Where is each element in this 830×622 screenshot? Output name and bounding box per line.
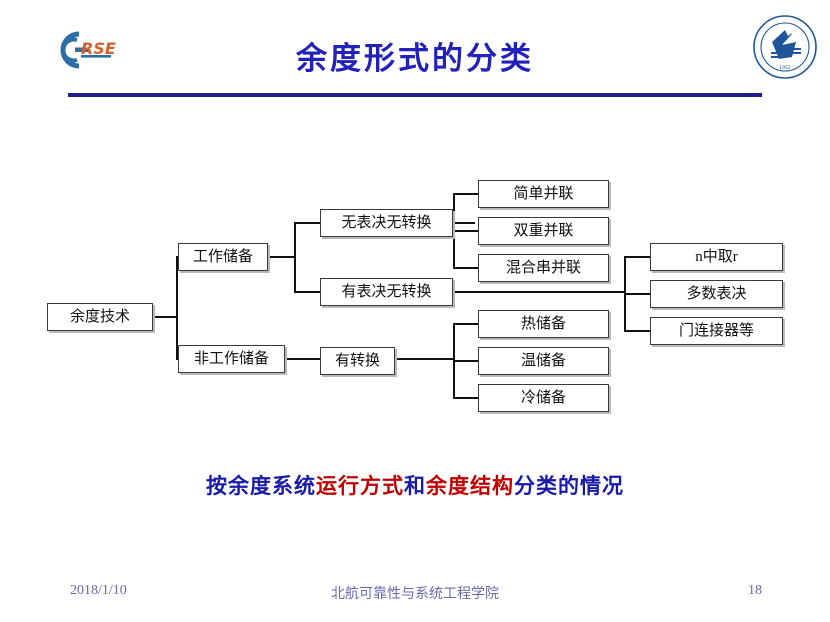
- footer-institution: 北航可靠性与系统工程学院: [331, 587, 499, 602]
- node-simple-parallel[interactable]: 简单并联: [478, 180, 609, 208]
- footer-date: 2018/1/10: [70, 583, 127, 598]
- node-mixed-series-parallel[interactable]: 混合串并联: [478, 254, 609, 282]
- edge-vote-to-majority: [624, 293, 651, 295]
- header-divider: [68, 93, 762, 97]
- svg-text:RSE: RSE: [81, 39, 116, 58]
- edge-novote-stem: [453, 222, 475, 224]
- caption-seg-4: 余度结构: [426, 474, 514, 498]
- node-majority-vote[interactable]: 多数表决: [650, 280, 783, 308]
- caption-seg-3: 和: [404, 474, 426, 498]
- node-warm-standby[interactable]: 温储备: [478, 347, 609, 375]
- node-vote-no-switch[interactable]: 有表决无转换: [320, 278, 453, 306]
- svg-text:1952: 1952: [779, 65, 791, 71]
- rse-logo-icon: RSE: [60, 31, 116, 69]
- caption-seg-5: 分类的情况: [514, 474, 624, 498]
- node-hot-standby[interactable]: 热储备: [478, 310, 609, 338]
- edge-working-stem: [268, 256, 296, 258]
- caption-seg-1: 按余度系统: [206, 474, 316, 498]
- page-title: 余度形式的分类: [296, 41, 534, 77]
- beihang-university-logo: 1952: [752, 12, 818, 82]
- edge-novote-to-simple: [453, 193, 479, 195]
- node-r-out-of-n[interactable]: n中取r: [650, 243, 783, 271]
- edge-switch-to-hot: [453, 323, 479, 325]
- node-redundancy-technology[interactable]: 余度技术: [47, 303, 153, 331]
- node-cold-standby[interactable]: 冷储备: [478, 384, 609, 412]
- edge-novote-to-dual: [453, 230, 479, 232]
- edge-working-to-vote: [294, 291, 321, 293]
- beihang-logo-icon: 1952: [753, 15, 817, 79]
- edge-novote-to-mixed: [453, 267, 479, 269]
- caption-seg-2: 运行方式: [316, 474, 404, 498]
- node-gate-connector-etc[interactable]: 门连接器等: [650, 317, 783, 345]
- edge-nonworking-to-switch: [285, 358, 321, 360]
- edge-vote-to-gate: [624, 330, 651, 332]
- edge-root-stem: [153, 316, 178, 318]
- edge-vote-stem: [453, 291, 625, 293]
- edge-working-spine: [294, 222, 296, 292]
- edge-root-spine: [176, 256, 178, 360]
- rse-logo: RSE: [45, 28, 131, 72]
- edge-switch-to-cold: [453, 397, 479, 399]
- edge-switch-to-warm: [453, 360, 479, 362]
- node-no-vote-no-switch[interactable]: 无表决无转换: [320, 209, 453, 237]
- node-dual-parallel[interactable]: 双重并联: [478, 217, 609, 245]
- footer: 2018/1/10 北航可靠性与系统工程学院 18: [0, 583, 830, 607]
- node-nonworking-reserve[interactable]: 非工作储备: [178, 345, 285, 373]
- edge-switch-stem: [395, 358, 455, 360]
- edge-vote-to-nofr: [624, 256, 651, 258]
- node-working-reserve[interactable]: 工作储备: [178, 243, 268, 271]
- footer-page-number: 18: [748, 583, 762, 598]
- edge-working-to-novote: [294, 222, 321, 224]
- node-with-switch[interactable]: 有转换: [320, 347, 395, 375]
- caption: 按余度系统运行方式和余度结构分类的情况: [0, 470, 830, 500]
